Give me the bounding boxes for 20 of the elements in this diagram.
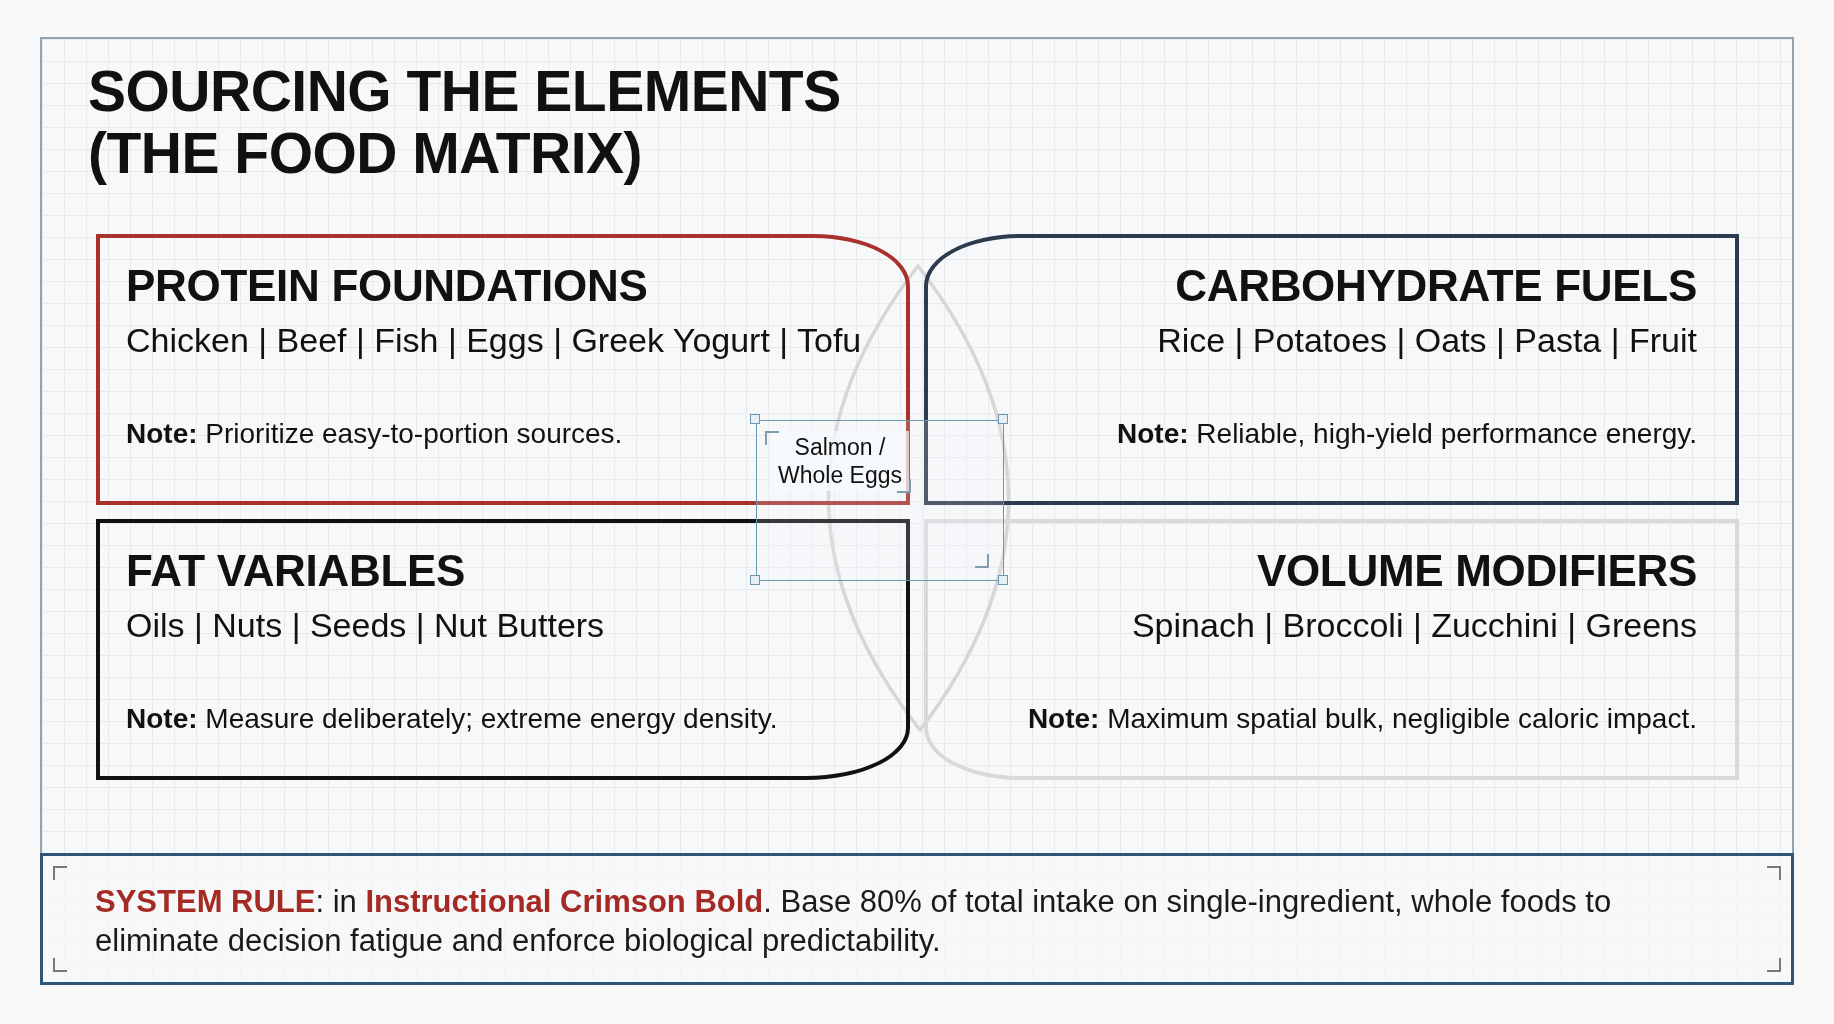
- section-heading: VOLUME MODIFIERS: [1256, 547, 1697, 595]
- section-heading: PROTEIN FOUNDATIONS: [126, 262, 648, 310]
- note-text: Note: Maximum spatial bulk, negligible caloric impact.: [1027, 703, 1697, 735]
- rule-text: SYSTEM RULE: in Instructional Crimson Bold. Base 80% of total intake on single-ingredient, whole foods to eliminate decision fatigue and enforce biological predictability.: [95, 883, 1613, 960]
- category-panel: [96, 519, 910, 780]
- food-list: Chicken | Beef | Fish | Eggs | Greek Yogurt | Tofu: [126, 320, 862, 360]
- rule-panel: [40, 853, 1794, 985]
- food-list: Oils | Nuts | Seeds | Nut Butters: [126, 605, 605, 645]
- note-text: Note: Prioritize easy-to-portion sources.: [126, 418, 623, 450]
- section-heading: CARBOHYDRATE FUELS: [1175, 262, 1697, 310]
- category-panel: [96, 234, 910, 505]
- note-text: Note: Reliable, high-yield performance energy.: [1117, 418, 1697, 450]
- category-panel: [924, 234, 1739, 505]
- category-panel: [924, 519, 1739, 780]
- food-list: Spinach | Broccoli | Zucchini | Greens: [1131, 605, 1697, 645]
- overlap-label: Salmon / Whole Eggs: [771, 431, 909, 491]
- note-text: Note: Measure deliberately; extreme energy density.: [126, 703, 778, 735]
- title: SOURCING THE ELEMENTS (THE FOOD MATRIX): [88, 60, 842, 184]
- food-list: Rice | Potatoes | Oats | Pasta | Fruit: [1157, 320, 1697, 360]
- section-heading: FAT VARIABLES: [126, 547, 466, 595]
